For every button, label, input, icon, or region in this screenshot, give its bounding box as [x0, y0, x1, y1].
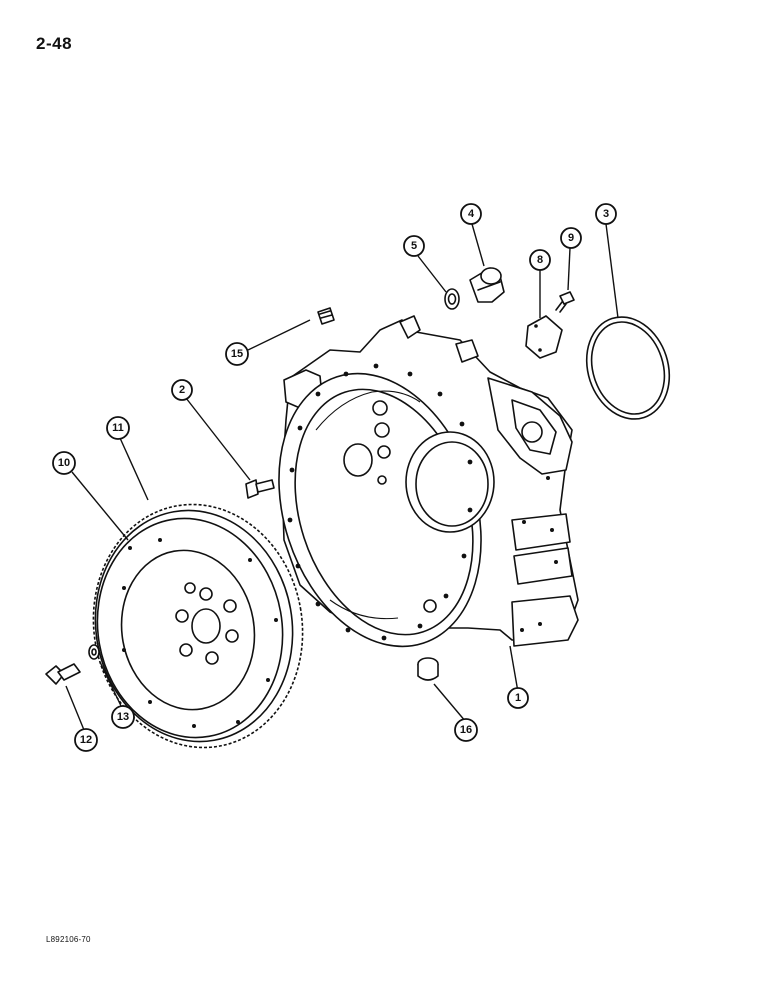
svg-text:15: 15 — [231, 348, 243, 360]
callout-3: 3 — [595, 203, 617, 225]
o-ring-drawing — [585, 316, 671, 420]
cap-screw-drawing — [555, 291, 575, 313]
svg-text:13: 13 — [117, 711, 129, 723]
plug-drawing — [469, 267, 505, 303]
callout-1: 1 — [507, 687, 529, 709]
housing-bolt-holes — [287, 363, 558, 641]
svg-text:1: 1 — [515, 692, 521, 704]
svg-text:10: 10 — [58, 457, 70, 469]
callout-13: 13 — [111, 705, 135, 729]
callout-9: 9 — [560, 227, 582, 249]
flywheel-housing-drawing — [278, 315, 579, 648]
seal-ring-bore — [447, 293, 457, 305]
callout-2: 2 — [171, 379, 193, 401]
svg-text:11: 11 — [112, 422, 124, 434]
svg-text:9: 9 — [568, 232, 574, 244]
flywheel-bolt-drawing — [45, 663, 81, 685]
callout-5: 5 — [403, 235, 425, 257]
svg-text:5: 5 — [411, 240, 417, 252]
callout-12: 12 — [74, 728, 98, 752]
bottom-plug-drawing — [417, 657, 439, 681]
cover-plate-drawing — [525, 315, 563, 359]
svg-text:2: 2 — [179, 384, 185, 396]
callout-15: 15 — [225, 342, 249, 366]
callout-4: 4 — [460, 203, 482, 225]
flywheel-drawing — [92, 503, 304, 749]
washer-bore — [91, 648, 97, 656]
callout-16: 16 — [454, 718, 478, 742]
bolt-drawing — [245, 479, 275, 499]
svg-text:3: 3 — [603, 208, 609, 220]
washer-drawing — [88, 644, 100, 660]
page-number: 2-48 — [36, 34, 73, 53]
leader-lines — [65, 223, 619, 731]
figure-code: L892106-70 — [46, 935, 91, 944]
callout-10: 10 — [52, 451, 76, 475]
svg-text:16: 16 — [460, 724, 472, 736]
svg-text:8: 8 — [537, 254, 543, 266]
top-plug-drawing — [317, 307, 335, 325]
callout-11: 11 — [106, 416, 130, 440]
seal-ring-drawing — [444, 288, 460, 310]
svg-text:12: 12 — [80, 734, 92, 746]
callout-8: 8 — [529, 249, 551, 271]
svg-text:4: 4 — [468, 208, 475, 220]
